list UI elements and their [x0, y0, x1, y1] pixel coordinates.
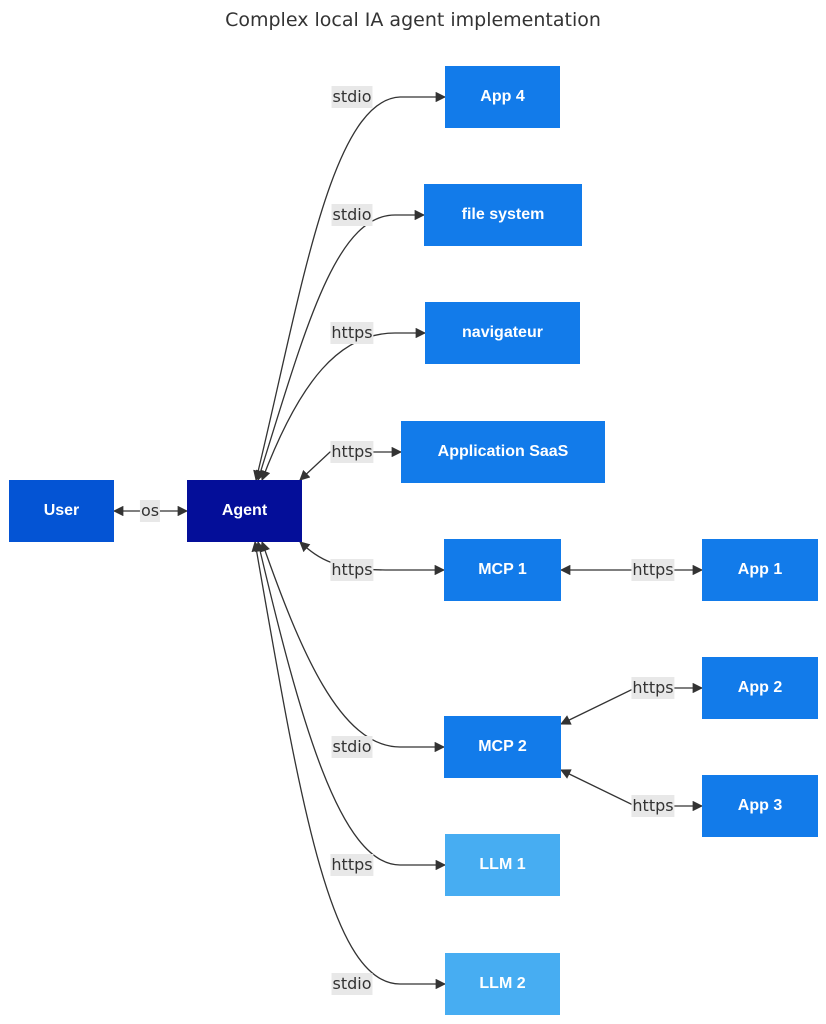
edge-label-mcp1-app1: https [631, 559, 675, 581]
edge-label-agent-mcp1: https [330, 559, 374, 581]
edge-label-user-agent: os [139, 500, 161, 522]
edge-label-agent-llm2: stdio [331, 973, 373, 995]
node-agent[interactable]: Agent [187, 480, 302, 542]
edge-label-agent-filesystem: stdio [331, 204, 373, 226]
node-mcp2[interactable]: MCP 2 [444, 716, 561, 778]
node-app1[interactable]: App 1 [702, 539, 818, 601]
edge-label-agent-app4: stdio [331, 86, 373, 108]
diagram-title: Complex local IA agent implementation [225, 9, 601, 31]
node-app3[interactable]: App 3 [702, 775, 818, 837]
node-mcp1[interactable]: MCP 1 [444, 539, 561, 601]
node-user[interactable]: User [9, 480, 114, 542]
edge-agent-llm1 [255, 540, 447, 871]
edge-agent-navigateur [260, 327, 427, 481]
node-file-system[interactable]: file system [424, 184, 582, 246]
node-application-saas[interactable]: Application SaaS [401, 421, 605, 483]
node-llm2[interactable]: LLM 2 [445, 953, 560, 1015]
edge-label-agent-mcp2: stdio [331, 736, 373, 758]
node-app2[interactable]: App 2 [702, 657, 818, 719]
edge-label-mcp2-app2: https [631, 677, 675, 699]
edge-agent-saas [299, 446, 403, 481]
edge-label-agent-navigateur: https [330, 322, 374, 344]
node-llm1[interactable]: LLM 1 [445, 834, 560, 896]
node-app4[interactable]: App 4 [445, 66, 560, 128]
edge-label-mcp2-app3: https [631, 795, 675, 817]
edge-agent-llm2 [251, 540, 447, 990]
edge-label-agent-llm1: https [330, 854, 374, 876]
node-navigateur[interactable]: navigateur [425, 302, 580, 364]
edge-label-agent-saas: https [330, 441, 374, 463]
